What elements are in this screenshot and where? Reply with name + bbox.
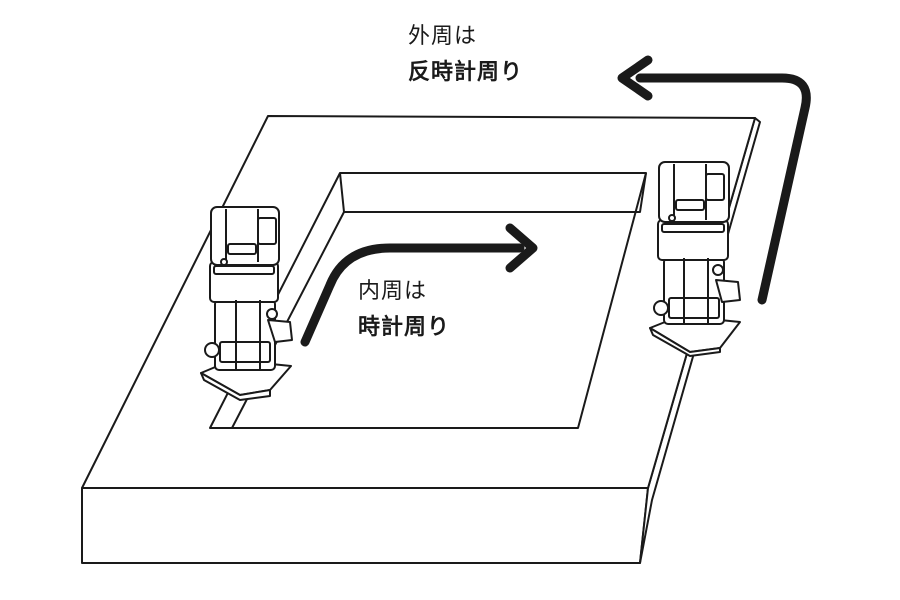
inner-label-line2: 時計周り <box>358 315 451 341</box>
outer-direction-label: 外周は 反時計周り <box>408 24 523 87</box>
inner-label-line1: 内周は <box>358 279 428 304</box>
arrow-counterclockwise-icon <box>617 55 811 305</box>
inner-direction-label: 内周は 時計周り <box>358 279 450 342</box>
arrow-clockwise-icon <box>300 223 538 347</box>
opening-wall-back <box>344 172 647 213</box>
outer-label-line1: 外周は <box>408 24 478 49</box>
trim-router-icon <box>200 206 293 401</box>
outer-label-line2: 反時計周り <box>408 60 524 86</box>
workpiece-front-face <box>81 487 649 564</box>
trim-router-icon <box>649 161 741 357</box>
